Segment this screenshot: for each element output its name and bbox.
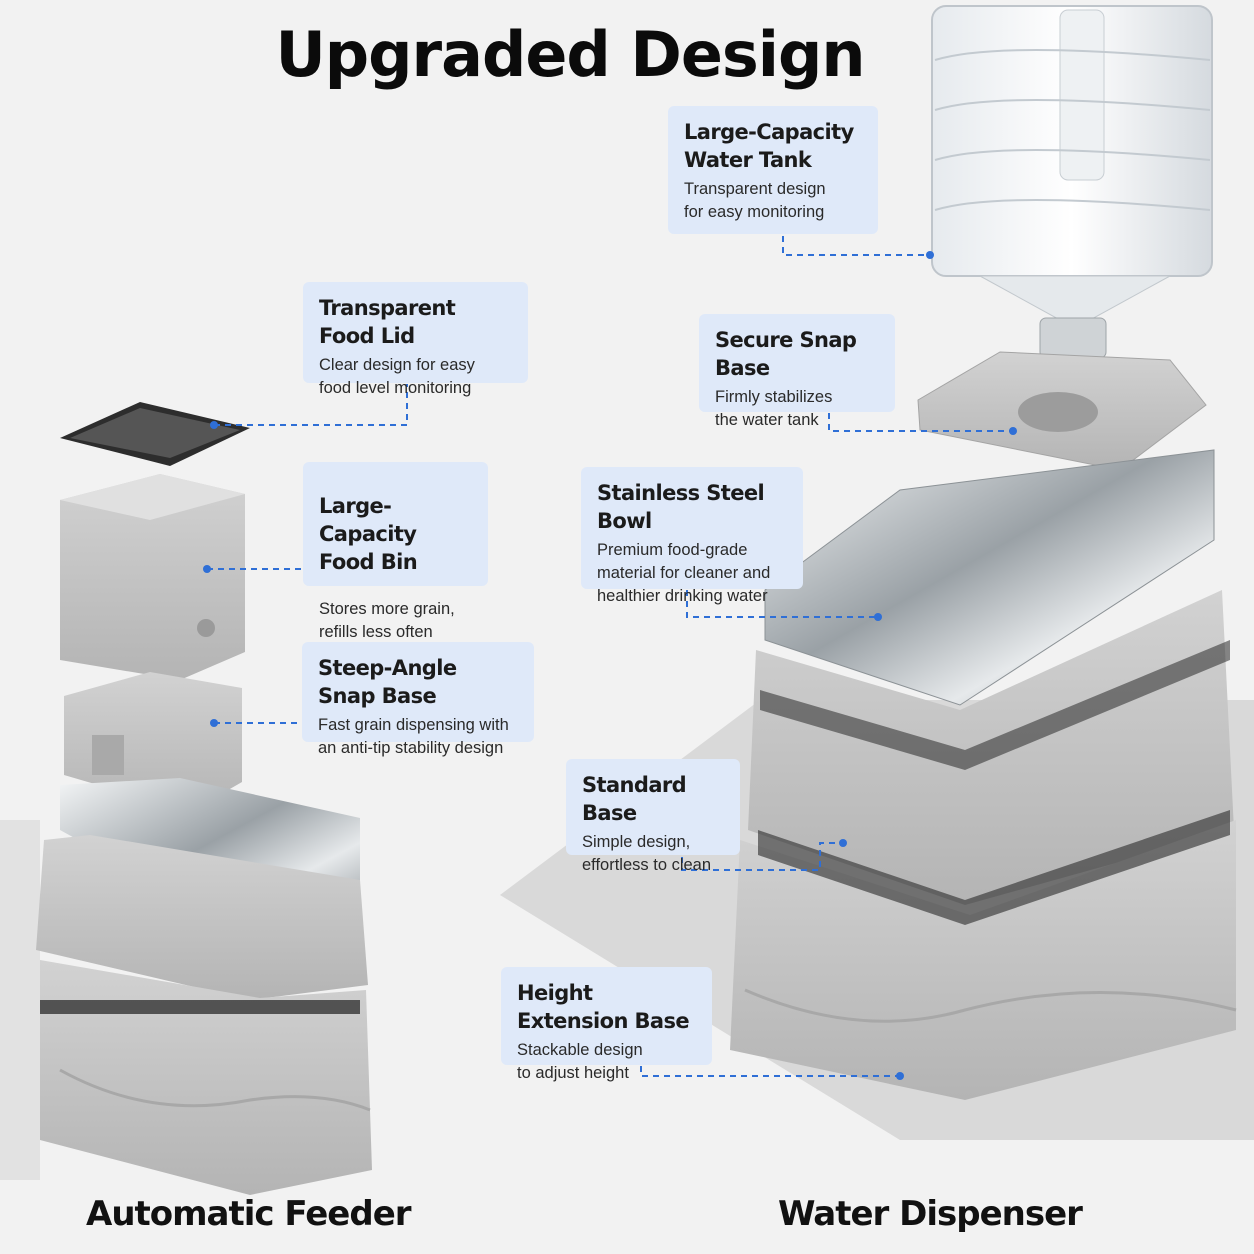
callout-food-bin: Large-Capacity Food Bin Stores more grai… [303, 462, 488, 641]
callout-desc: Stackable design to adjust height [517, 1041, 643, 1082]
callout-title: Secure Snap Base [715, 328, 857, 380]
callout-desc: Simple design, effortless to clean [582, 833, 712, 874]
callout-desc: Fast grain dispensing with an anti-tip s… [318, 716, 509, 757]
steel-bowl-water [764, 449, 1215, 706]
water-dispenser-illustration [730, 5, 1237, 1100]
snap-base-feeder [64, 672, 242, 812]
callout-title: Height Extension Base [517, 981, 690, 1033]
floor-shadow-left [0, 820, 40, 1180]
height-base-feeder [40, 960, 372, 1195]
callout-snap-base-water: Secure Snap Base Firmly stabilizes the w… [699, 314, 895, 429]
callout-desc: Firmly stabilizes the water tank [715, 388, 833, 429]
standard-base-feeder [36, 835, 368, 1000]
page-title: Upgraded Design [275, 18, 865, 91]
callout-desc: Clear design for easy food level monitor… [319, 356, 475, 397]
callout-title: Large-Capacity Food Bin [319, 494, 418, 574]
caption-water-dispenser: Water Dispenser [778, 1194, 1083, 1234]
callout-title: Standard Base [582, 773, 687, 825]
callout-title: Steep-Angle Snap Base [318, 656, 457, 708]
callout-desc: Premium food-grade material for cleaner … [597, 541, 771, 605]
leader-lines [207, 236, 1013, 1077]
callout-title: Large-Capacity Water Tank [684, 120, 854, 172]
callout-water-tank: Large-Capacity Water Tank Transparent de… [668, 106, 878, 234]
caption-automatic-feeder: Automatic Feeder [86, 1194, 412, 1234]
callout-food-lid: Transparent Food Lid Clear design for ea… [303, 282, 528, 397]
callout-steel-bowl: Stainless Steel Bowl Premium food-grade … [581, 467, 803, 605]
leader-dots [203, 251, 1017, 1080]
callout-standard-base: Standard Base Simple design, effortless … [566, 759, 740, 874]
callout-desc: Transparent design for easy monitoring [684, 180, 826, 221]
callout-snap-base-feeder: Steep-Angle Snap Base Fast grain dispens… [302, 642, 534, 757]
height-base-water [730, 820, 1236, 1100]
callout-desc: Stores more grain, refills less often [319, 600, 455, 641]
callout-height-base: Height Extension Base Stackable design t… [501, 967, 712, 1082]
feeder-illustration [36, 402, 372, 1195]
callout-title: Stainless Steel Bowl [597, 481, 765, 533]
callout-title: Transparent Food Lid [319, 296, 456, 348]
